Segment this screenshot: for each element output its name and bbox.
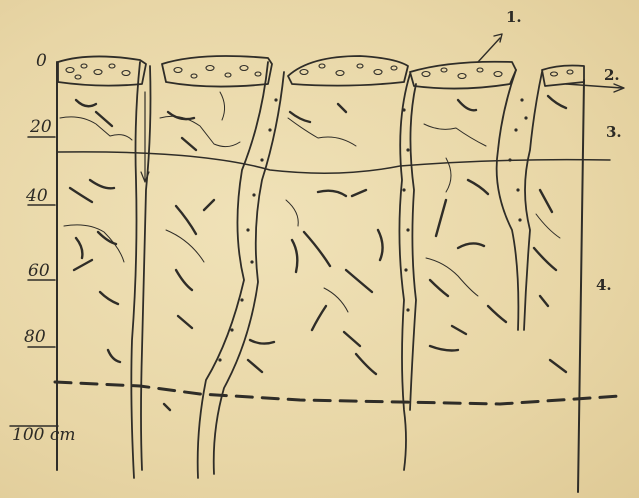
legend-label-1: 1.: [506, 8, 522, 26]
crack-4-right: [524, 72, 542, 330]
depth-scale: 0 20 40 60 80 100 cm: [10, 51, 76, 470]
leader-2: [566, 84, 622, 88]
legend-leaders: [478, 34, 624, 92]
crack-3-left: [399, 74, 410, 470]
depth-label-80: 80: [24, 327, 46, 347]
leader-1: [478, 38, 500, 62]
profile-right-border: [578, 80, 584, 492]
crack-2-right: [214, 72, 284, 474]
depth-label-0: 0: [36, 51, 47, 71]
legend-label-4: 4.: [596, 276, 612, 294]
crust-block-5: [542, 66, 584, 87]
crack-3-right: [410, 84, 416, 410]
surface-crust-blocks: [58, 56, 584, 89]
crust-block-2: [162, 56, 272, 87]
crust-block-3: [288, 56, 408, 86]
depth-label-60: 60: [28, 261, 50, 281]
crack-1-right: [141, 66, 151, 470]
crack-1-left: [131, 62, 140, 478]
depth-label-40: 40: [25, 186, 48, 206]
legend-label-2: 2.: [604, 66, 620, 84]
crust-block-4: [410, 62, 516, 89]
legend-label-3: 3.: [606, 123, 622, 141]
depth-label-20: 20: [29, 117, 52, 137]
dashed-lower-boundary: [55, 382, 620, 404]
depth-label-100: 100 cm: [12, 425, 76, 445]
crack-4-left: [497, 70, 519, 330]
vertical-cracks: [131, 62, 542, 478]
